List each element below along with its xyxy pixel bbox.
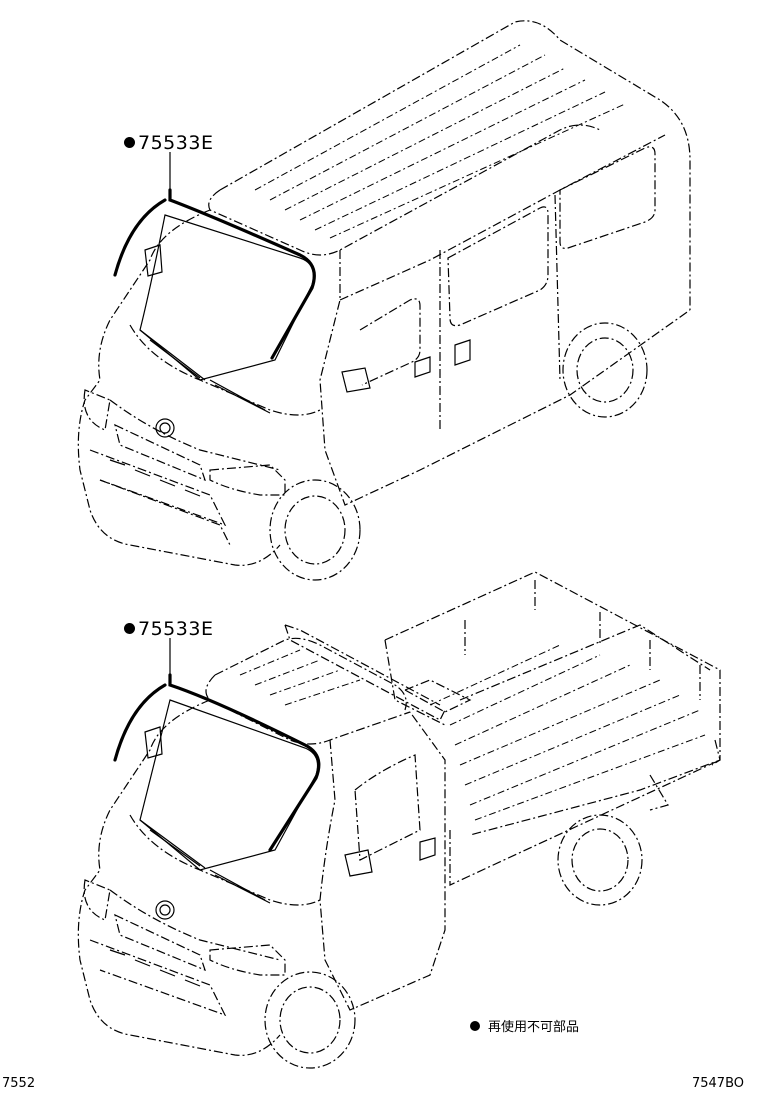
page-code-right: 7547BO <box>691 1076 744 1091</box>
van-illustration <box>77 20 691 581</box>
bullet-icon <box>470 1021 480 1031</box>
part-callout-van: 75533E <box>124 132 213 154</box>
part-number-label: 75533E <box>138 618 214 640</box>
bullet-icon <box>124 137 135 148</box>
part-number-label: 75533E <box>138 132 214 154</box>
legend: 再使用不可部品 <box>470 1016 579 1035</box>
page-code-left: 7552 <box>2 1076 36 1091</box>
van-windshield-molding <box>168 188 316 360</box>
truck-illustration <box>77 571 721 1069</box>
part-callout-truck: 75533E <box>124 618 213 640</box>
bullet-icon <box>124 623 135 634</box>
truck-windshield-molding <box>168 673 321 852</box>
legend-text: 再使用不可部品 <box>488 1020 580 1035</box>
